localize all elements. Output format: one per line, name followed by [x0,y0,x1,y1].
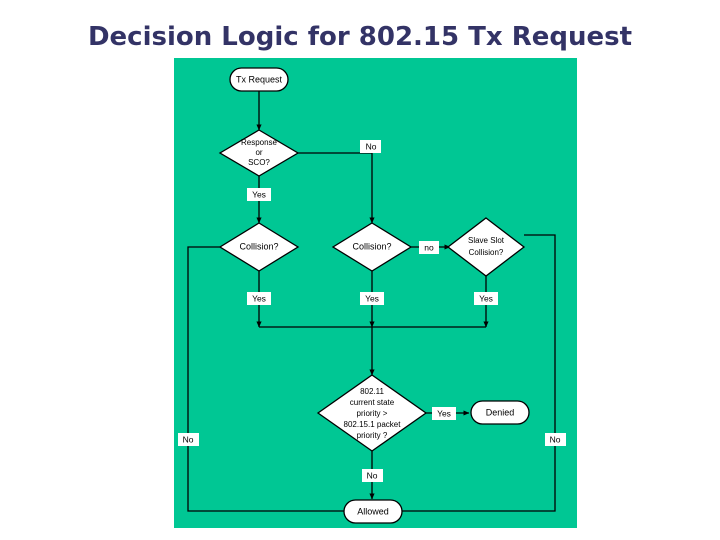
edge-label-response-no: No [366,141,377,151]
edge-label-collision-mid-yes: Yes [365,293,379,303]
node-tx-request[interactable] [229,67,289,92]
node-collision-mid-label: Collision? [352,241,391,251]
node-collision-mid[interactable] [331,222,413,272]
node-response-sco-line1: Response [241,138,278,147]
edge-slaveslot-no-to-allowed [385,234,556,514]
node-slave-slot-line1: Slave Slot [468,236,505,245]
edge-label-collision-left-yes: Yes [252,293,266,303]
edge-label-priority-yes: Yes [437,408,451,418]
node-slave-slot-collision[interactable] [446,217,526,277]
node-collision-left[interactable] [218,222,300,272]
node-response-sco-line2: or [255,148,262,157]
node-tx-request-label: Tx Request [236,74,283,84]
node-priority-line3: priority > [357,409,388,418]
node-response-sco[interactable] [218,129,300,177]
edge-label-slaveslot-yes: Yes [479,293,493,303]
node-priority-line2: current state [350,398,395,407]
node-slave-slot-line2: Collision? [469,248,504,257]
edge-label-priority-no: No [367,470,378,480]
edge-collision-left-no-to-allowed [187,246,365,514]
node-priority-line5: priority ? [357,431,388,440]
node-priority-line1: 802.11 [360,387,384,396]
edge-response-no-to-collision-mid [298,152,375,224]
edge-label-response-yes: Yes [252,189,266,199]
node-response-sco-line3: SCO? [248,158,270,167]
flowchart-diagram: Tx Request Response or SCO? Collision? C… [178,67,566,524]
node-allowed-label: Allowed [357,506,389,516]
edge-label-collision-mid-no: no [424,242,434,252]
edge-label-left-loop-no: No [183,434,194,444]
node-priority-line4: 802.15.1 packet [344,420,402,429]
node-priority-decision[interactable] [316,374,428,452]
edge-label-right-loop-no: No [550,434,561,444]
node-denied-label: Denied [486,407,515,417]
flowchart-panel: Tx Request Response or SCO? Collision? C… [174,58,577,528]
page-title: Decision Logic for 802.15 Tx Request [87,22,633,52]
node-allowed[interactable] [343,499,403,524]
node-collision-left-label: Collision? [239,241,278,251]
node-denied[interactable] [470,400,530,425]
